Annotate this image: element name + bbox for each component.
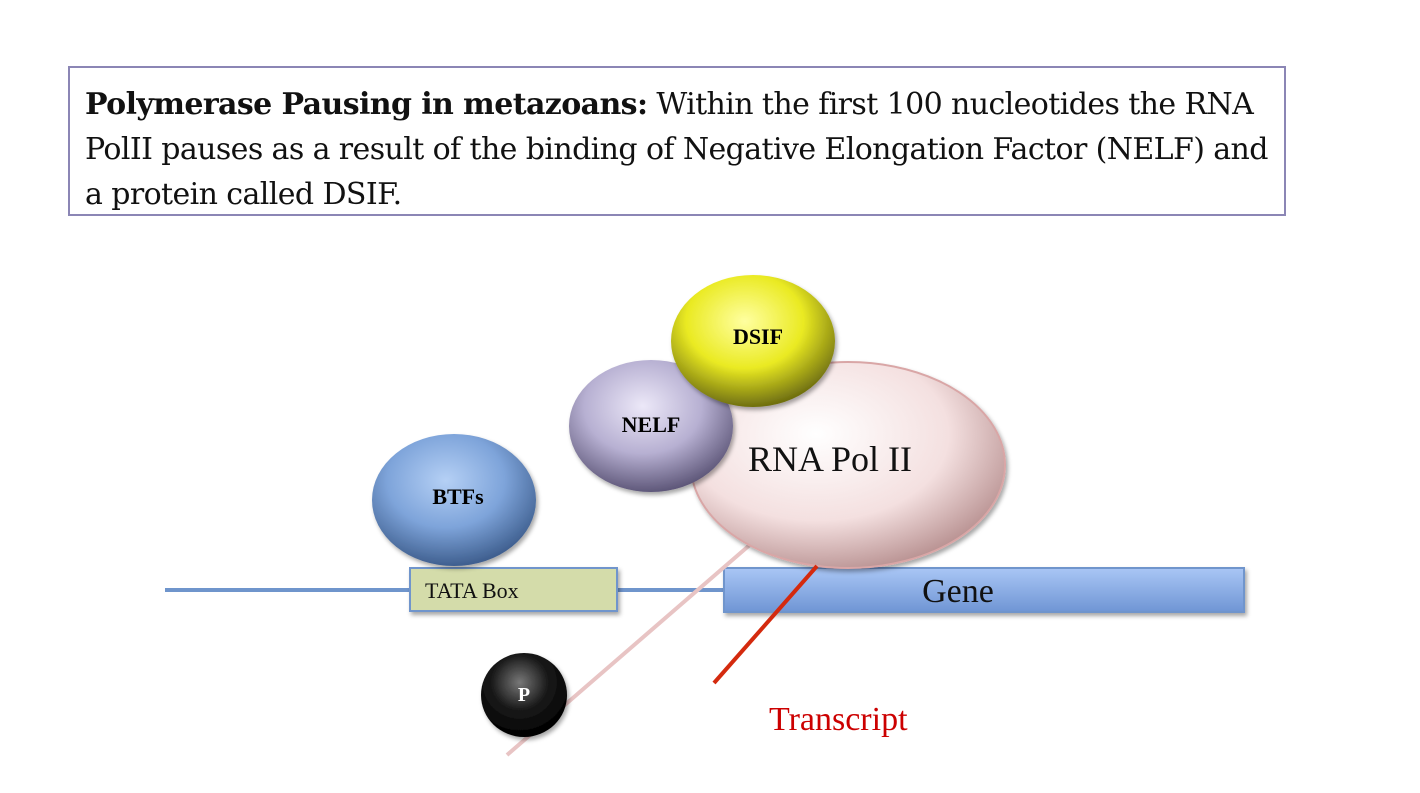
tata-box	[409, 567, 618, 612]
btfs-protein	[372, 434, 536, 566]
nelf-protein	[569, 360, 733, 492]
btfs-label: BTFs	[432, 484, 484, 509]
phosphate-group	[481, 653, 567, 737]
tata-box-label: TATA Box	[425, 578, 519, 603]
phosphate-label: P	[518, 684, 530, 706]
caption-body: Within the first 100 nucleotides the RNA…	[85, 87, 1268, 212]
transcript-line	[712, 564, 819, 685]
rna-pol-ii-label: RNA Pol II	[748, 439, 912, 479]
nelf-label: NELF	[622, 412, 681, 437]
dsif-label: DSIF	[733, 324, 783, 349]
gene-label: Gene	[922, 573, 994, 610]
caption-box: Polymerase Pausing in metazoans: Within …	[68, 66, 1286, 216]
transcript-label: Transcript	[769, 701, 908, 738]
caption-title: Polymerase Pausing in metazoans:	[85, 87, 648, 122]
dsif-protein	[671, 275, 835, 407]
